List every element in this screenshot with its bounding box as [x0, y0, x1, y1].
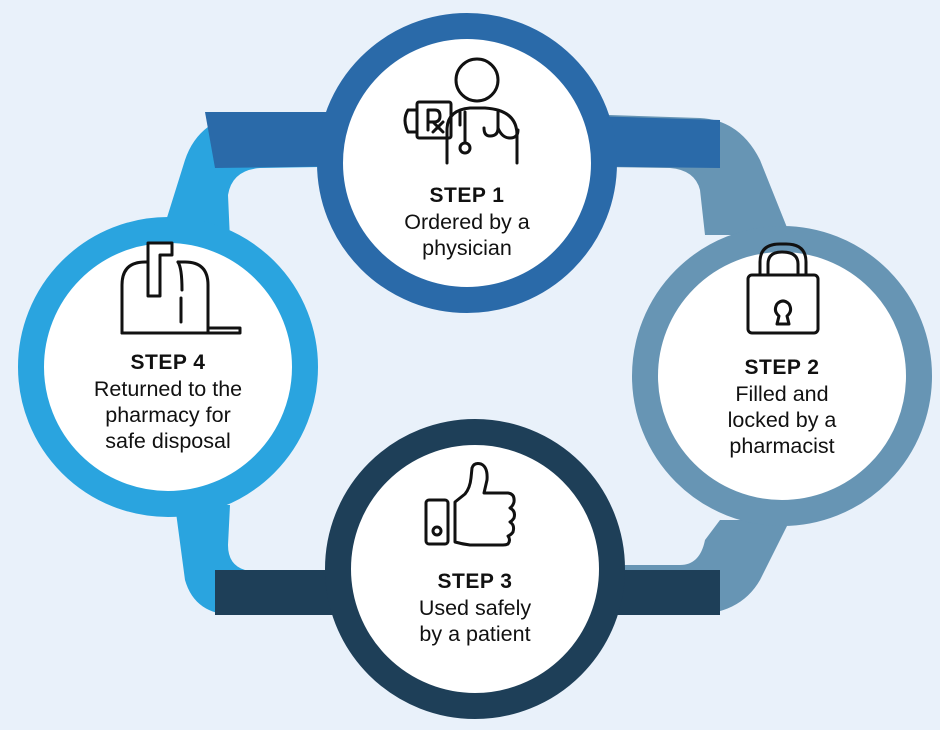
mailbox-icon [120, 241, 242, 335]
step3-desc-line2: by a patient [419, 621, 531, 646]
step2-ring [632, 226, 932, 526]
physician-icon [403, 57, 520, 165]
step3-ring [325, 419, 625, 719]
step1-desc-line1: Ordered by a [404, 209, 530, 234]
step1-label: STEP 1 Ordered by a physician [347, 183, 587, 261]
thumbs-up-icon [424, 462, 516, 547]
step4-label: STEP 4 Returned to the pharmacy for safe… [48, 350, 288, 454]
step3-label: STEP 3 Used safely by a patient [365, 569, 585, 647]
step2-desc-line2: locked by a [727, 407, 837, 432]
step2-label: STEP 2 Filled and locked by a pharmacist [672, 355, 892, 459]
step2-title: STEP 2 [744, 356, 820, 379]
padlock-icon [746, 242, 820, 335]
step1-ring [317, 13, 617, 313]
step2-desc-line3: pharmacist [729, 434, 835, 459]
step4-desc-line1: Returned to the [93, 376, 243, 401]
step4-desc-line2: pharmacy for [105, 402, 231, 427]
step4-title: STEP 4 [130, 351, 206, 374]
connector-step3-left-band [215, 570, 330, 615]
step3-desc-line1: Used safely [418, 595, 532, 620]
step4-desc-line3: safe disposal [105, 429, 231, 454]
step1-desc-line2: physician [422, 235, 512, 260]
step1-title: STEP 1 [429, 184, 505, 207]
step4-ring [18, 217, 318, 517]
step3-title: STEP 3 [437, 570, 513, 593]
step2-desc-line1: Filled and [735, 381, 829, 406]
